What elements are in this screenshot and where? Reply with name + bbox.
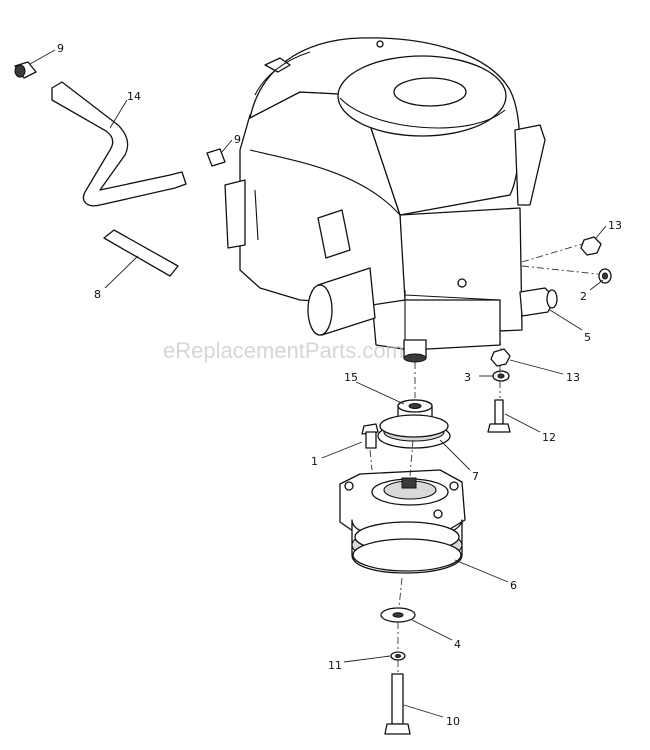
callout-3: 3 [464,371,471,384]
callout-6: 6 [510,579,517,592]
callout-13-upper: 13 [608,219,622,232]
leader-lines [29,49,607,718]
callout-8: 8 [94,288,101,301]
callout-2: 2 [580,290,587,303]
part-14-hose [51,81,187,207]
callout-5: 5 [584,331,591,344]
callout-13-lower: 13 [566,371,580,384]
callout-9-right: 9 [234,133,241,146]
callout-4: 4 [454,638,461,651]
callout-7: 7 [472,470,479,483]
watermark-text: eReplacementParts.com [163,338,404,363]
callout-9-left: 9 [57,42,64,55]
part-13-nut-upper [580,236,602,256]
part-2-washer [598,268,612,284]
part-12-bolt [487,399,511,433]
callout-15: 15 [344,371,358,384]
part-10-bolt [384,673,411,735]
part-9-clamp-right [206,148,226,167]
callout-14: 14 [127,90,141,103]
part-6-clutch [339,469,466,574]
callout-10: 10 [446,715,460,728]
callout-1: 1 [311,455,318,468]
part-8-hose [103,229,179,277]
callout-11: 11 [328,659,342,672]
part-11-lockwasher [390,651,406,661]
callout-12: 12 [542,431,556,444]
part-13-nut-lower [490,348,511,367]
part-1-bolt [361,423,379,449]
center-lines [369,243,599,672]
part-3-lockwasher [492,370,510,382]
callout-labels: 9 14 9 8 13 2 5 13 3 12 15 1 7 6 4 11 10 [57,42,622,728]
part-7-pulley [377,414,451,449]
engine [224,37,558,363]
part-4-washer [380,607,416,623]
part-9-clamp-left [14,61,37,79]
